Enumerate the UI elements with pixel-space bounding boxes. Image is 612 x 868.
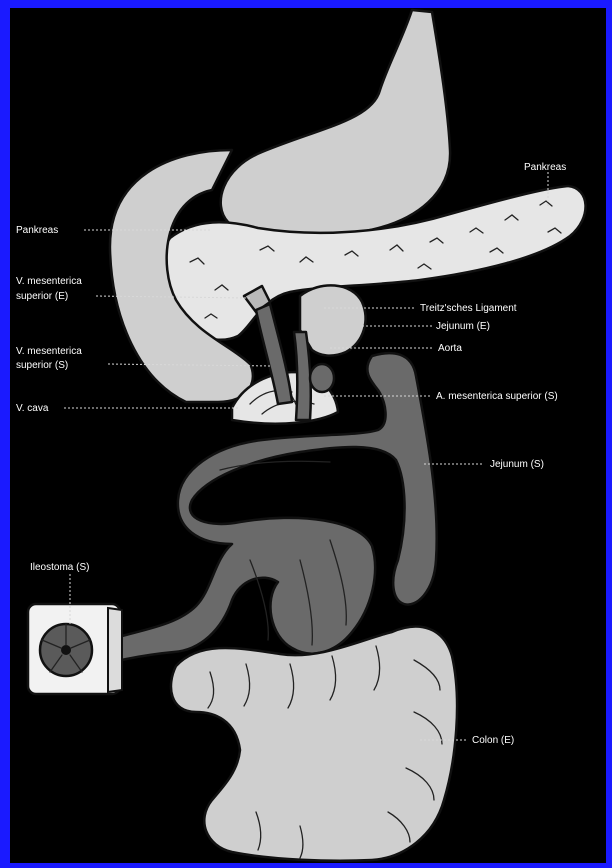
label-vms-e-line2: superior (E) bbox=[16, 291, 68, 302]
label-pankreas-left: Pankreas bbox=[16, 225, 58, 236]
label-jejunum-s: Jejunum (S) bbox=[490, 459, 544, 470]
colon bbox=[171, 627, 457, 861]
ams-anastomosis bbox=[310, 364, 334, 392]
label-treitz: Treitz'sches Ligament bbox=[420, 303, 517, 314]
label-aorta: Aorta bbox=[438, 343, 462, 354]
label-vms-s-line1: V. mesenterica bbox=[16, 346, 82, 357]
label-vms-e-line1: V. mesenterica bbox=[16, 276, 82, 287]
label-jejunum-e: Jejunum (E) bbox=[436, 321, 490, 332]
label-pankreas-right: Pankreas bbox=[524, 162, 566, 173]
label-vms-s-line2: superior (S) bbox=[16, 360, 68, 371]
label-ams-s: A. mesenterica superior (S) bbox=[436, 391, 558, 402]
label-v-cava: V. cava bbox=[16, 403, 49, 414]
stomach bbox=[221, 10, 450, 237]
ileostoma-flange bbox=[108, 608, 122, 692]
label-colon-e: Colon (E) bbox=[472, 735, 514, 746]
label-ileostoma: Ileostoma (S) bbox=[30, 562, 89, 573]
jejunum-e bbox=[300, 285, 365, 355]
vessel-aorta bbox=[294, 332, 311, 420]
ileostoma-lumen bbox=[61, 645, 71, 655]
